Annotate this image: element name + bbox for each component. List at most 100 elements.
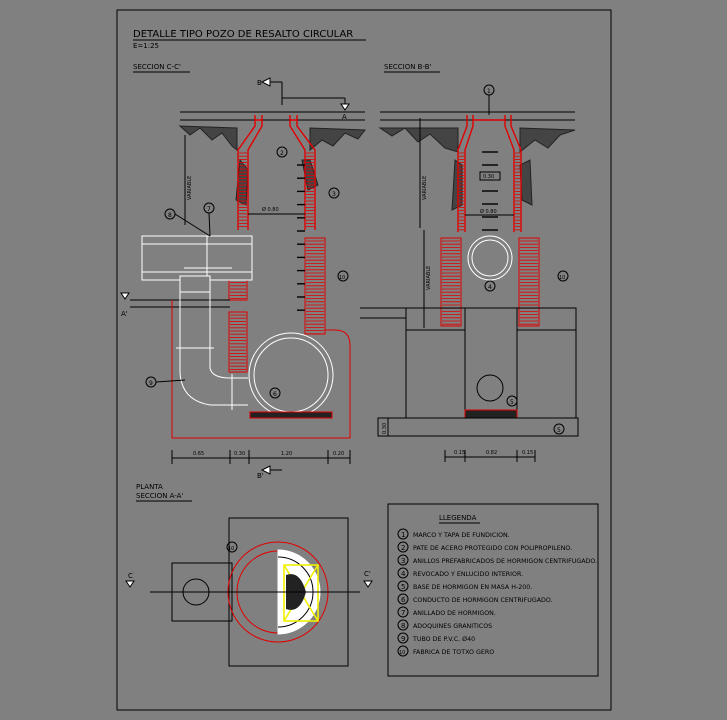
legend-text: TUBO DE P.V.C. Ø40 <box>412 635 475 643</box>
svg-text:A: A <box>342 113 347 121</box>
legend-text: ANILLADO DE HORMIGON. <box>413 610 496 617</box>
svg-text:C': C' <box>364 570 371 578</box>
brick-rings-bb <box>440 237 540 327</box>
legend-title: LLEGENDA <box>439 514 477 522</box>
legend-number: 7 <box>401 609 405 617</box>
diameter-label-bb: Ø 0.80 <box>480 208 497 215</box>
soil-hatch-bb <box>378 127 576 211</box>
legend-number-circle <box>397 580 409 592</box>
legend-number-circle <box>397 528 409 540</box>
dim-cc-1: 0.65 <box>193 451 204 457</box>
cut-b-top: B A <box>257 77 350 121</box>
svg-text:0.15: 0.15 <box>522 450 533 456</box>
svg-text:3: 3 <box>332 191 336 198</box>
legend-number-circle <box>397 606 409 618</box>
svg-text:A': A' <box>121 310 128 318</box>
variable-label-bb-1: VARIABLE <box>422 176 428 200</box>
legend-number-circle <box>397 593 409 605</box>
cut-c-left: C <box>125 572 135 588</box>
variable-label-cc: VARIABLE <box>187 176 193 200</box>
pipe-crosssection-bb <box>467 235 513 281</box>
cut-b-bottom: B' <box>257 465 282 480</box>
legend-item: 2 PATE DE ACERO PROTEGIDO CON POLIPROPILE… <box>397 541 572 553</box>
dims-cc: 0.65 0.30 1.20 0.20 <box>171 450 351 464</box>
legend-number: 5 <box>401 583 405 591</box>
dim-cc-3: 1.20 <box>281 451 292 457</box>
legend-text: MARCO Y TAPA DE FUNDICION. <box>413 532 510 539</box>
svg-text:10: 10 <box>228 546 234 552</box>
svg-text:4: 4 <box>488 284 492 291</box>
cut-c-right: C' <box>363 570 373 588</box>
svg-text:0.15: 0.15 <box>454 450 465 456</box>
legend-number-circle <box>397 632 409 644</box>
planta-label: PLANTA <box>136 483 163 491</box>
dims-bb: 0.30 0.15 0.82 0.15 <box>382 418 536 462</box>
svg-text:7: 7 <box>207 206 211 213</box>
svg-text:8: 8 <box>168 212 172 219</box>
svg-text:1: 1 <box>487 88 491 95</box>
legend-number: 9 <box>401 635 405 643</box>
legend-text: FABRICA DE TOTXO GERO <box>413 649 494 656</box>
svg-text:10: 10 <box>559 275 565 281</box>
legend-number-circle <box>397 554 409 566</box>
legend-text: REVOCADO Y ENLUCIDO INTERIOR. <box>413 571 523 578</box>
soil-hatch-cc <box>178 125 366 206</box>
step-ticks-cc <box>297 164 305 311</box>
legend-box <box>387 503 599 677</box>
legend-item: 6 CONDUCTO DE HORMIGON CENTRIFUGADO. <box>397 593 553 605</box>
chamber-cc <box>171 300 351 439</box>
brick-hatch-bb <box>442 152 538 325</box>
svg-text:B': B' <box>257 472 264 480</box>
drawing-title: DETALLE TIPO POZO DE RESALTO CIRCULAR <box>133 29 353 40</box>
legend-number: 6 <box>401 596 406 604</box>
legend-number-circle <box>397 619 409 631</box>
diameter-label-cc: Ø 0.80 <box>262 206 279 213</box>
svg-text:6: 6 <box>273 391 277 398</box>
legend-item: 4 REVOCADO Y ENLUCIDO INTERIOR. <box>397 567 523 579</box>
legend-number-circle <box>397 567 409 579</box>
shaft-cc: Ø 0.80 <box>237 115 316 230</box>
pvc-pipe-horizontal <box>141 235 253 293</box>
legend-number: 3 <box>401 557 405 565</box>
legend-text: PATE DE ACERO PROTEGIDO CON POLIPROPILEN… <box>413 545 572 552</box>
plan-view <box>150 517 360 667</box>
svg-text:0.82: 0.82 <box>486 450 497 456</box>
legend-number: 1 <box>401 531 405 539</box>
shaft-bb: 0.30 Ø 0.80 <box>457 115 522 232</box>
svg-text:5: 5 <box>510 399 514 406</box>
variable-label-bb-2: VARIABLE <box>426 266 432 290</box>
legend-item: 9 TUBO DE P.V.C. Ø40 <box>397 632 475 644</box>
legend-item: 10 FABRICA DE TOTXO GERO <box>397 645 494 657</box>
legend-item: 1 MARCO Y TAPA DE FUNDICION. <box>397 528 510 540</box>
section-cc-label: SECCION C-C' <box>133 63 181 71</box>
legend-number: 2 <box>401 544 405 552</box>
callouts-cc: 2 3 8 7 10 9 6 <box>145 146 349 399</box>
legend-list: 1 MARCO Y TAPA DE FUNDICION. 2 PATE DE ACER… <box>397 528 597 657</box>
svg-text:2: 2 <box>280 150 284 157</box>
cut-a-left: A' <box>120 292 130 318</box>
pvc-pipe-vertical <box>176 292 248 410</box>
step-rungs-bb <box>482 151 498 231</box>
base-block-bb <box>360 307 579 437</box>
section-aa-label: SECCION A-A' <box>136 492 183 500</box>
legend-text: CONDUCTO DE HORMIGON CENTRIFUGADO. <box>413 597 553 604</box>
svg-text:0.30: 0.30 <box>382 423 388 434</box>
sheet-frame <box>116 9 612 711</box>
legend-item: 3 ANILLOS PREFABRICADOS DE HORMIGON CENTR… <box>397 554 597 566</box>
section-bb-label: SECCION B-B' <box>384 63 432 71</box>
legend-number: 4 <box>401 570 406 578</box>
legend-item: 7 ANILLADO DE HORMIGON. <box>397 606 496 618</box>
svg-text:B: B <box>257 79 262 87</box>
dim-cc-4: 0.20 <box>333 451 344 457</box>
dim-cc-2: 0.30 <box>234 451 245 457</box>
legend-number: 10 <box>399 650 405 656</box>
small-dim-label: 0.30 <box>483 174 494 180</box>
legend-number-circle <box>397 541 409 553</box>
svg-text:10: 10 <box>339 275 345 281</box>
legend-text: ANILLOS PREFABRICADOS DE HORMIGON CENTRI… <box>413 558 597 565</box>
svg-text:5: 5 <box>557 427 561 434</box>
callouts-bb: 1 4 10 5 5 <box>483 84 569 435</box>
